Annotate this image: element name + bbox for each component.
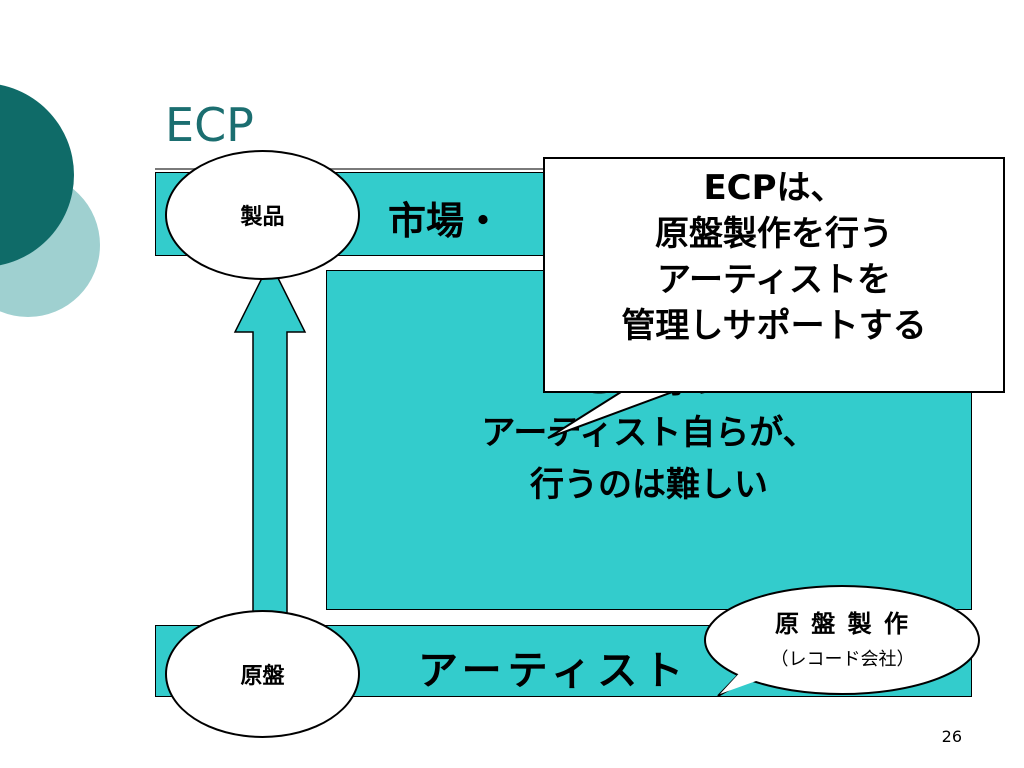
ecp-callout-text: ECPは、 原盤製作を行う アーティストを 管理しサポートする — [543, 165, 1005, 349]
ecp-callout-box — [543, 157, 1005, 393]
page-number: 26 — [941, 727, 962, 746]
callout-line-4: 管理しサポートする — [621, 306, 927, 346]
callout-line-1: ECPは、 — [703, 168, 845, 208]
bubble-subtitle: （レコード会社） — [770, 649, 915, 670]
product-ellipse: 製品 — [165, 150, 360, 280]
market-bar-label: 市場・ — [388, 199, 503, 243]
center-line-3: 行うのは難しい — [530, 465, 768, 505]
master-ellipse: 原盤 — [165, 610, 360, 738]
bubble-title: 原 盤 製 作 — [774, 610, 911, 638]
center-line-2: アーティスト自らが、 — [481, 413, 817, 453]
artist-bar-label: アーティスト — [418, 648, 690, 694]
callout-line-2: 原盤製作を行う — [655, 214, 893, 254]
slide-title: ECP — [165, 98, 254, 152]
dark-teal-circle — [0, 84, 74, 266]
callout-line-3: アーティストを — [657, 260, 891, 300]
